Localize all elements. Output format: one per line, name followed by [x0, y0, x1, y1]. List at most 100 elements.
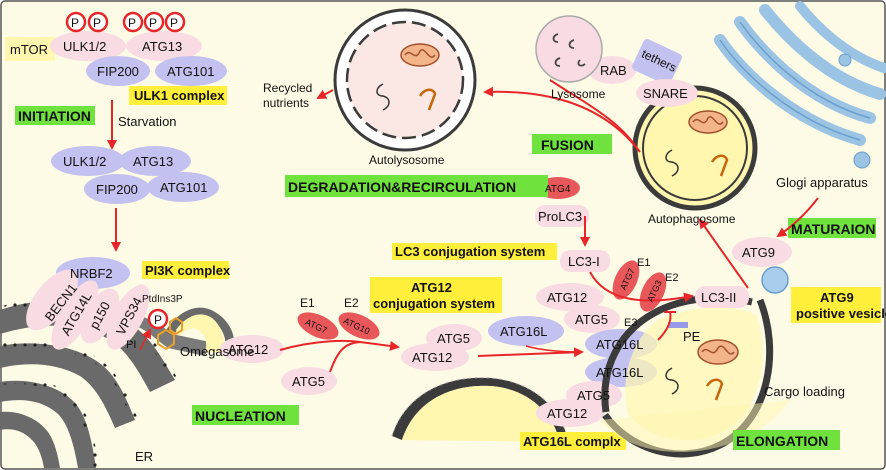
atg10-enzyme-left: [338, 312, 380, 340]
atg16l-label-b: ATG16L: [596, 365, 643, 380]
atg16l-label-a: ATG16L: [596, 337, 643, 352]
p150-node: [80, 288, 120, 344]
vps34-node: [106, 284, 150, 350]
tethers-node: [632, 39, 682, 85]
autolysosome: [333, 8, 477, 152]
ulk12-label-top: ULK1/2: [63, 39, 106, 54]
autophagosome: [632, 85, 758, 211]
atg4-label: ATG4: [545, 184, 571, 195]
mtor-label: mTOR: [10, 42, 48, 57]
elongation-label-bg: [733, 430, 840, 450]
atg7-enzyme-right: [612, 260, 640, 300]
phosphate-label-2: P: [93, 16, 101, 30]
protein-squiggle-icon-autophagosome: [665, 149, 679, 177]
atg9-vesicle-label-line1: ATG9: [820, 290, 854, 305]
atg9-vesicle-label-bg: [791, 287, 881, 323]
fip200-node-top: [86, 56, 150, 86]
pi3k-complex-label-bg: [142, 261, 229, 279]
nrbf2-label: NRBF2: [70, 266, 113, 281]
pi3k-complex-label: PI3K complex: [145, 263, 231, 278]
golgi-to-atg9-arrow: [776, 197, 819, 238]
maturation-label: MATURAION: [791, 221, 876, 237]
recycled-label-line2: nutrients: [263, 96, 309, 110]
atg12-conj-label-line1: ATG12: [411, 280, 452, 295]
phosphate-label-5: P: [170, 16, 178, 30]
cargo-hook-icon-autophagosome: [710, 154, 729, 177]
atg12-conj-label-bg: [370, 277, 502, 313]
atg13-label-active: ATG13: [133, 154, 173, 169]
elongation-label: ELONGATION: [736, 433, 828, 449]
atg9-vesicle-label-line2: positive vesicle: [796, 306, 886, 321]
golgi-label: Glogi apparatus: [776, 175, 868, 190]
atg16l-join-arrow: [525, 345, 583, 353]
fusion-label: FUSION: [541, 137, 594, 153]
atg16l-complex-label: ATG16L complx: [523, 434, 622, 449]
lc3-conj-label: LC3 conjugation system: [395, 244, 545, 259]
atg16l-node-free: [488, 316, 564, 346]
recycled-label-line1: Recycled: [263, 81, 312, 95]
e2-label-left: E2: [344, 296, 359, 310]
ulk12-label-active: ULK1/2: [63, 154, 106, 169]
omegasome-label: Omegasome: [180, 344, 254, 359]
atg12-node-bottom: [536, 399, 604, 427]
atg12-label-mid: ATG12: [412, 350, 452, 365]
degradation-label-bg: [285, 175, 548, 197]
becn1-node: [26, 269, 78, 331]
degradation-label: DEGRADATION&RECIRCULATION: [288, 179, 516, 195]
autophagosome-label: Autophagosome: [648, 212, 736, 226]
lysosome: [535, 15, 603, 83]
phosphate-label-4: P: [149, 16, 157, 30]
ulk12-node-top: [50, 31, 126, 61]
atg9-label: ATG9: [742, 245, 775, 260]
pe-anchor-left: [668, 322, 688, 328]
pi3k-complex-group: [26, 257, 150, 350]
atg101-node-top: [155, 56, 227, 86]
ulk1-complex-group: [5, 11, 227, 105]
ptdins3p-label: PtdIns3P: [142, 294, 183, 305]
ptdins3p-phosphate-label: P: [154, 313, 162, 327]
lc3ii-node: [695, 286, 749, 308]
phosphate-label-1: P: [71, 16, 79, 30]
atg12-label-left: ATG12: [228, 342, 268, 357]
ulk1-complex-label-bg: [129, 86, 227, 105]
fip200-label-active: FIP200: [96, 182, 138, 197]
atg3-enzyme: [639, 272, 667, 312]
ptdins3p-phosphate-icon: [147, 308, 169, 330]
atg5-label-left: ATG5: [292, 374, 325, 389]
maturation-label-bg: [788, 218, 876, 238]
fusion-label-bg: [532, 134, 612, 154]
atg12-node-left: [220, 335, 284, 363]
atg101-label-active: ATG101: [160, 180, 207, 195]
pi-phosphorylation-arrow: [139, 328, 151, 351]
fip200-label-top: FIP200: [97, 64, 139, 79]
phosphate-icons-ulk: [65, 11, 186, 33]
prolc3-node: [535, 205, 589, 227]
ulk1-complex-label: ULK1 complex: [134, 88, 225, 103]
mtor-box: [5, 37, 55, 61]
pi-label: PI: [126, 339, 136, 351]
atg5-label-lc3area: ATG5: [575, 312, 608, 327]
fusion-arrow: [483, 86, 641, 153]
ulk1-complex-active-group: [51, 146, 219, 204]
atg5-label-mid: ATG5: [437, 331, 470, 346]
atg13-label-top: ATG13: [142, 39, 182, 54]
snare-node: [636, 79, 698, 107]
initiation-label-bg: [15, 106, 95, 125]
pi-hexagon-icon: [157, 316, 183, 351]
atg14l-node: [51, 280, 99, 350]
atg5-label-bottom: ATG5: [577, 388, 610, 403]
atg13-node-top: [126, 31, 202, 61]
rab-label: RAB: [600, 63, 627, 78]
e3-label: E3: [624, 317, 637, 329]
lc3ii-label: LC3-II: [701, 290, 736, 305]
atg12-conj-curve-2: [329, 340, 400, 373]
starvation-label: Starvation: [118, 114, 177, 129]
atg5-node-left: [281, 367, 337, 395]
cargo-hook-icon-elongation: [705, 378, 724, 401]
er-label: ER: [135, 449, 153, 464]
nucleation-label: NUCLEATION: [195, 408, 286, 424]
snare-label: SNARE: [643, 86, 688, 101]
prolc3-label: ProLC3: [538, 209, 582, 224]
atg12-node-lc3area: [536, 283, 604, 311]
mitochondrion-icon-elongation: [697, 339, 739, 365]
